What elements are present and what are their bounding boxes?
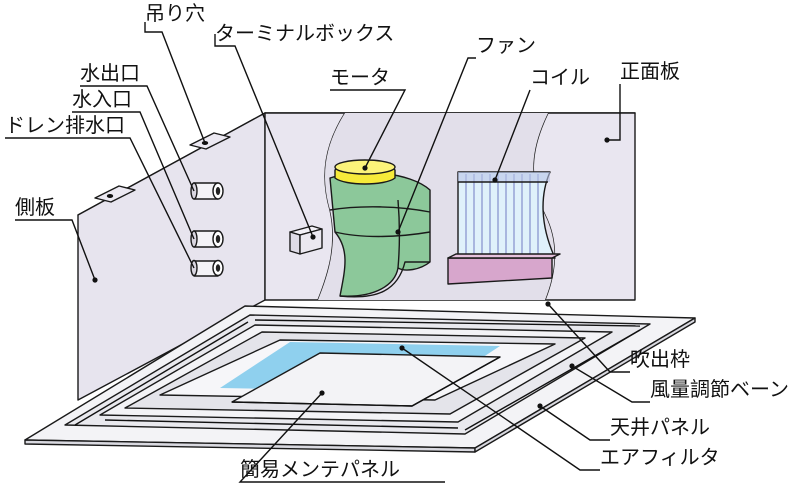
label-hanging-hole: 吊り穴 bbox=[145, 1, 205, 25]
hanging-hole-2 bbox=[106, 194, 114, 198]
motor bbox=[334, 159, 396, 185]
label-drain-outlet: ドレン排水口 bbox=[5, 113, 125, 137]
label-side-plate: 側板 bbox=[15, 195, 55, 219]
label-terminal-box: ターミナルボックス bbox=[215, 21, 394, 45]
fan-outlet bbox=[339, 261, 430, 298]
ceiling-panel bbox=[24, 305, 696, 453]
water-inlet-pipe bbox=[190, 230, 224, 248]
label-fan: ファン bbox=[476, 33, 536, 57]
label-motor: モータ bbox=[330, 65, 390, 89]
label-coil: コイル bbox=[530, 65, 590, 89]
leader-lines bbox=[5, 22, 650, 483]
label-ceiling-panel: 天井パネル bbox=[610, 415, 710, 439]
label-water-inlet: 水入口 bbox=[72, 87, 132, 111]
fan bbox=[329, 171, 431, 298]
fan-housing bbox=[329, 171, 431, 297]
leader-dots bbox=[92, 137, 610, 409]
drain-outlet-pipe bbox=[190, 259, 224, 277]
hanging-hole-tab-2 bbox=[94, 185, 136, 203]
label-maintenance-panel: 簡易メンテパネル bbox=[240, 457, 400, 481]
coil bbox=[457, 171, 556, 259]
label-outlet-frame: 吹出枠 bbox=[630, 347, 690, 371]
drain-pan bbox=[447, 253, 561, 285]
label-air-vane: 風量調節ベーン bbox=[650, 377, 789, 401]
labels: 吊り穴 ターミナルボックス ファン モータ コイル 正面板 水出口 水入口 ドレ… bbox=[5, 1, 789, 481]
label-water-outlet: 水出口 bbox=[80, 61, 140, 85]
terminal-box bbox=[289, 225, 323, 255]
label-front-plate: 正面板 bbox=[620, 59, 680, 83]
water-outlet-pipe bbox=[190, 182, 224, 200]
label-air-filter: エアフィルタ bbox=[600, 445, 720, 469]
